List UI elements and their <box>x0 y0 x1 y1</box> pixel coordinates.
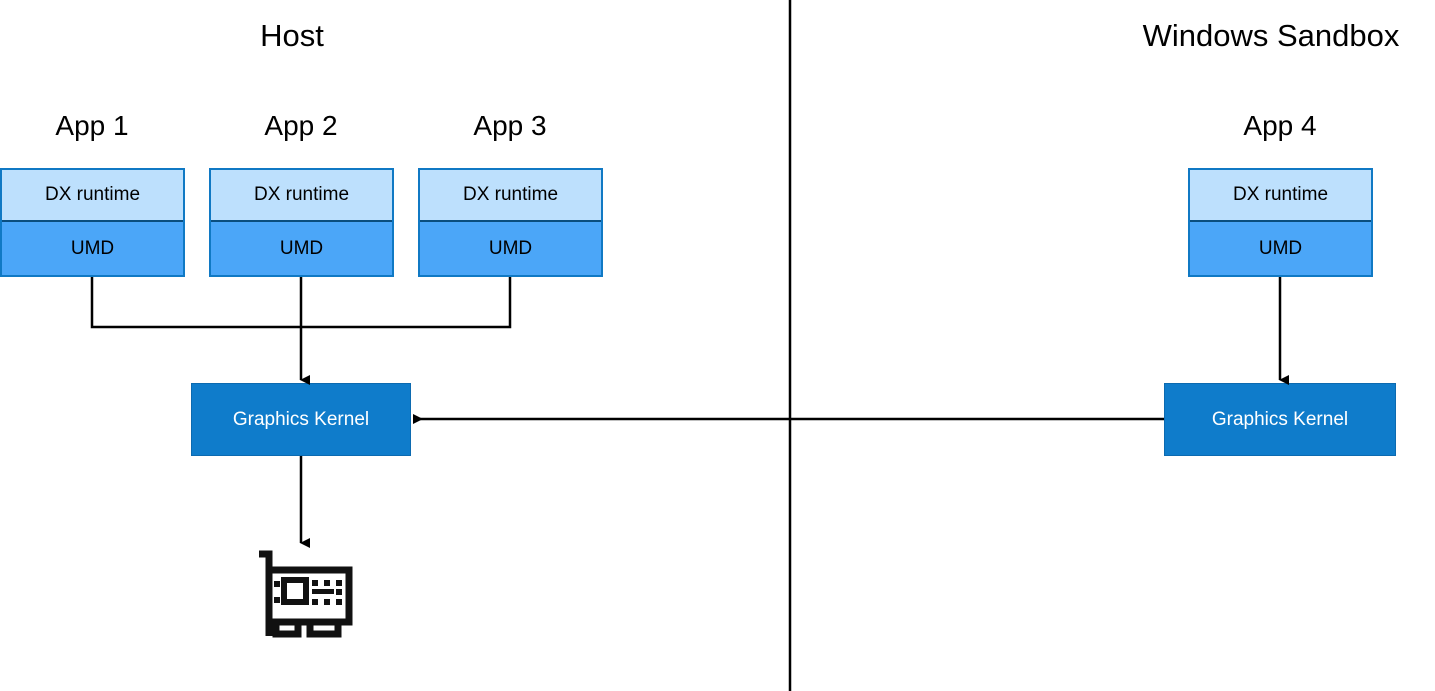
app-stack-2: DX runtime UMD <box>209 168 394 277</box>
zone-title-host: Host <box>260 18 324 53</box>
graphics-kernel-sandbox: Graphics Kernel <box>1164 383 1396 456</box>
gpu-card-icon <box>259 550 353 638</box>
edge-app1-to-host-kernel <box>90 277 301 329</box>
umd-layer-3: UMD <box>420 222 601 275</box>
dx-runtime-layer-2: DX runtime <box>211 170 392 222</box>
umd-layer-4: UMD <box>1190 222 1371 275</box>
graphics-kernel-host: Graphics Kernel <box>191 383 411 456</box>
app-caption-4: App 4 <box>1243 110 1317 141</box>
edge-app3-to-host-kernel <box>301 277 512 329</box>
app-caption-2: App 2 <box>264 110 338 141</box>
umd-layer-1: UMD <box>2 222 183 275</box>
app-caption-3: App 3 <box>473 110 547 141</box>
dx-runtime-layer-4: DX runtime <box>1190 170 1371 222</box>
app-stack-4: DX runtime UMD <box>1188 168 1373 277</box>
app-stack-3: DX runtime UMD <box>418 168 603 277</box>
dx-runtime-layer-3: DX runtime <box>420 170 601 222</box>
app-caption-1: App 1 <box>55 110 129 141</box>
app-stack-1: DX runtime UMD <box>0 168 185 277</box>
zone-title-windows-sandbox: Windows Sandbox <box>1142 18 1400 53</box>
umd-layer-2: UMD <box>211 222 392 275</box>
dx-runtime-layer-1: DX runtime <box>2 170 183 222</box>
